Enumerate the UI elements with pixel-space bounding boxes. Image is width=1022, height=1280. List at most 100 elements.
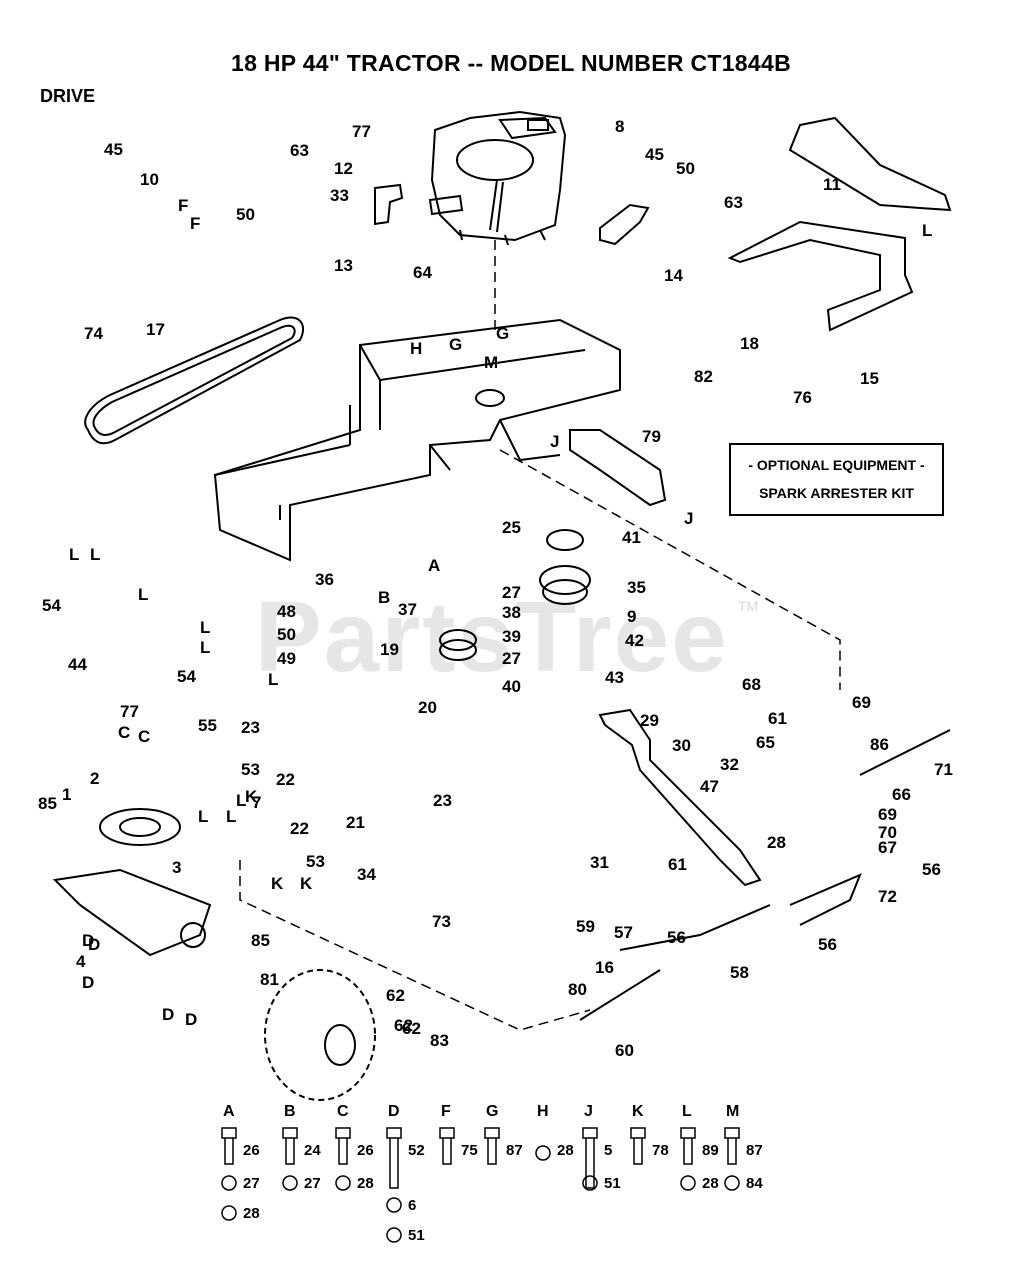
section-label: DRIVE: [40, 86, 96, 106]
part-number-callout: 11: [823, 175, 841, 194]
watermark-text: PartsTree: [255, 581, 729, 693]
legend-column: H28: [535, 1103, 574, 1161]
bolt-shank-icon: [442, 1138, 452, 1165]
bolt-shank-icon: [633, 1138, 643, 1165]
legend-part-number: 75: [461, 1142, 478, 1159]
heat-shield-drawing: [727, 116, 952, 332]
hardware-letter-callout: J: [684, 509, 693, 528]
part-number-callout: 44: [68, 655, 87, 674]
nut-icon: [221, 1205, 237, 1221]
hardware-letter-callout: K: [245, 787, 258, 806]
bolt-head-icon: [386, 1127, 402, 1139]
dashed-guide-lines: [239, 240, 841, 1031]
legend-part-number: 51: [604, 1175, 621, 1192]
part-number-callout: 1: [62, 785, 71, 804]
part-number-callout: 56: [922, 860, 941, 879]
hardware-letter-callout: L: [226, 807, 236, 826]
drive-belt-drawing: [84, 316, 305, 445]
part-number-callout: 77: [120, 702, 139, 721]
hardware-letter-callout: D: [88, 935, 100, 954]
part-number-callout: 31: [590, 853, 609, 872]
part-number-callout: 56: [818, 935, 837, 954]
part-number-callout: 81: [260, 970, 279, 989]
part-number-callout: 20: [418, 698, 437, 717]
hardware-letter-callout: G: [449, 335, 462, 354]
optional-equipment-box: - OPTIONAL EQUIPMENT - SPARK ARRESTER KI…: [729, 443, 944, 516]
hardware-letter-callout: B: [378, 588, 390, 607]
part-number-callout: 35: [627, 578, 646, 597]
part-number-callout: 9: [627, 607, 636, 626]
part-number-callout: 45: [645, 145, 664, 164]
hardware-letter-callout: F: [190, 214, 200, 233]
part-number-callout: 62: [386, 986, 405, 1005]
legend-letter: L: [682, 1103, 692, 1120]
legend-part-number: 27: [304, 1175, 321, 1192]
hardware-letter-callout: L: [268, 670, 278, 689]
part-number-callout: 22: [290, 819, 309, 838]
part-number-callout: 85: [38, 794, 57, 813]
nut-icon: [282, 1175, 298, 1191]
legend-letter: K: [632, 1103, 644, 1120]
part-number-callout: 59: [576, 917, 595, 936]
hardware-letter-callout: L: [138, 585, 148, 604]
hardware-letter-callout: L: [90, 545, 100, 564]
nut-icon: [724, 1175, 740, 1191]
legend-column: G87: [484, 1103, 523, 1165]
legend-column: K78: [630, 1103, 669, 1165]
diagram-title: 18 HP 44" TRACTOR -- MODEL NUMBER CT1844…: [231, 50, 791, 76]
bolt-head-icon: [724, 1127, 740, 1139]
bolt-head-icon: [582, 1127, 598, 1139]
nut-icon: [335, 1175, 351, 1191]
hub-drawing: [324, 1024, 356, 1066]
legend-letter: A: [223, 1103, 235, 1120]
bolt-head-icon: [282, 1127, 298, 1139]
part-number-callout: 29: [640, 711, 659, 730]
transaxle-drawing: [52, 808, 212, 957]
frame-drawing: [213, 318, 621, 562]
legend-letter: G: [486, 1103, 498, 1120]
part-number-callout: 58: [730, 963, 749, 982]
bolt-head-icon: [439, 1127, 455, 1139]
part-number-callout: 50: [676, 159, 695, 178]
engine-drawing: [430, 110, 567, 246]
legend-letter: C: [337, 1103, 349, 1120]
shift-lever-drawing: [579, 708, 951, 1021]
optional-equipment-label: - OPTIONAL EQUIPMENT -: [748, 457, 925, 473]
part-number-callout: 33: [330, 186, 349, 205]
hardware-letter-callout: K: [300, 874, 313, 893]
part-number-callout: 48: [277, 602, 296, 621]
part-number-callout: 53: [241, 760, 260, 779]
part-number-callout: 7: [252, 793, 261, 812]
part-number-callout: 77: [352, 122, 371, 141]
part-drawings: [52, 110, 952, 1101]
bolt-shank-icon: [727, 1138, 737, 1165]
legend-part-number: 26: [357, 1142, 374, 1159]
part-number-callout: 63: [290, 141, 309, 160]
legend-part-number: 28: [702, 1175, 719, 1192]
part-number-callout: 38: [502, 603, 521, 622]
hardware-letter-callout: C: [118, 723, 130, 742]
nut-icon: [386, 1227, 402, 1243]
brace-drawing: [569, 429, 667, 507]
part-number-callout: 62: [402, 1019, 421, 1038]
legend-part-number: 87: [746, 1142, 763, 1159]
part-number-callout: 13: [334, 256, 353, 275]
hardware-letter-callout: L: [198, 807, 208, 826]
spark-arrester-kit-label: SPARK ARRESTER KIT: [759, 485, 914, 501]
legend-letter: F: [441, 1103, 451, 1120]
part-number-callout: 63: [724, 193, 743, 212]
part-number-callout: 10: [140, 170, 159, 189]
exhaust-pipe-drawing: [374, 183, 650, 246]
part-number-callout: 8: [615, 117, 624, 136]
part-number-callout: 21: [346, 813, 365, 832]
part-number-callout: 55: [198, 716, 217, 735]
part-number-callout: 40: [502, 677, 521, 696]
pulley-drawing: [439, 529, 591, 661]
part-number-callout: 66: [892, 785, 911, 804]
part-number-callout: 68: [742, 675, 761, 694]
